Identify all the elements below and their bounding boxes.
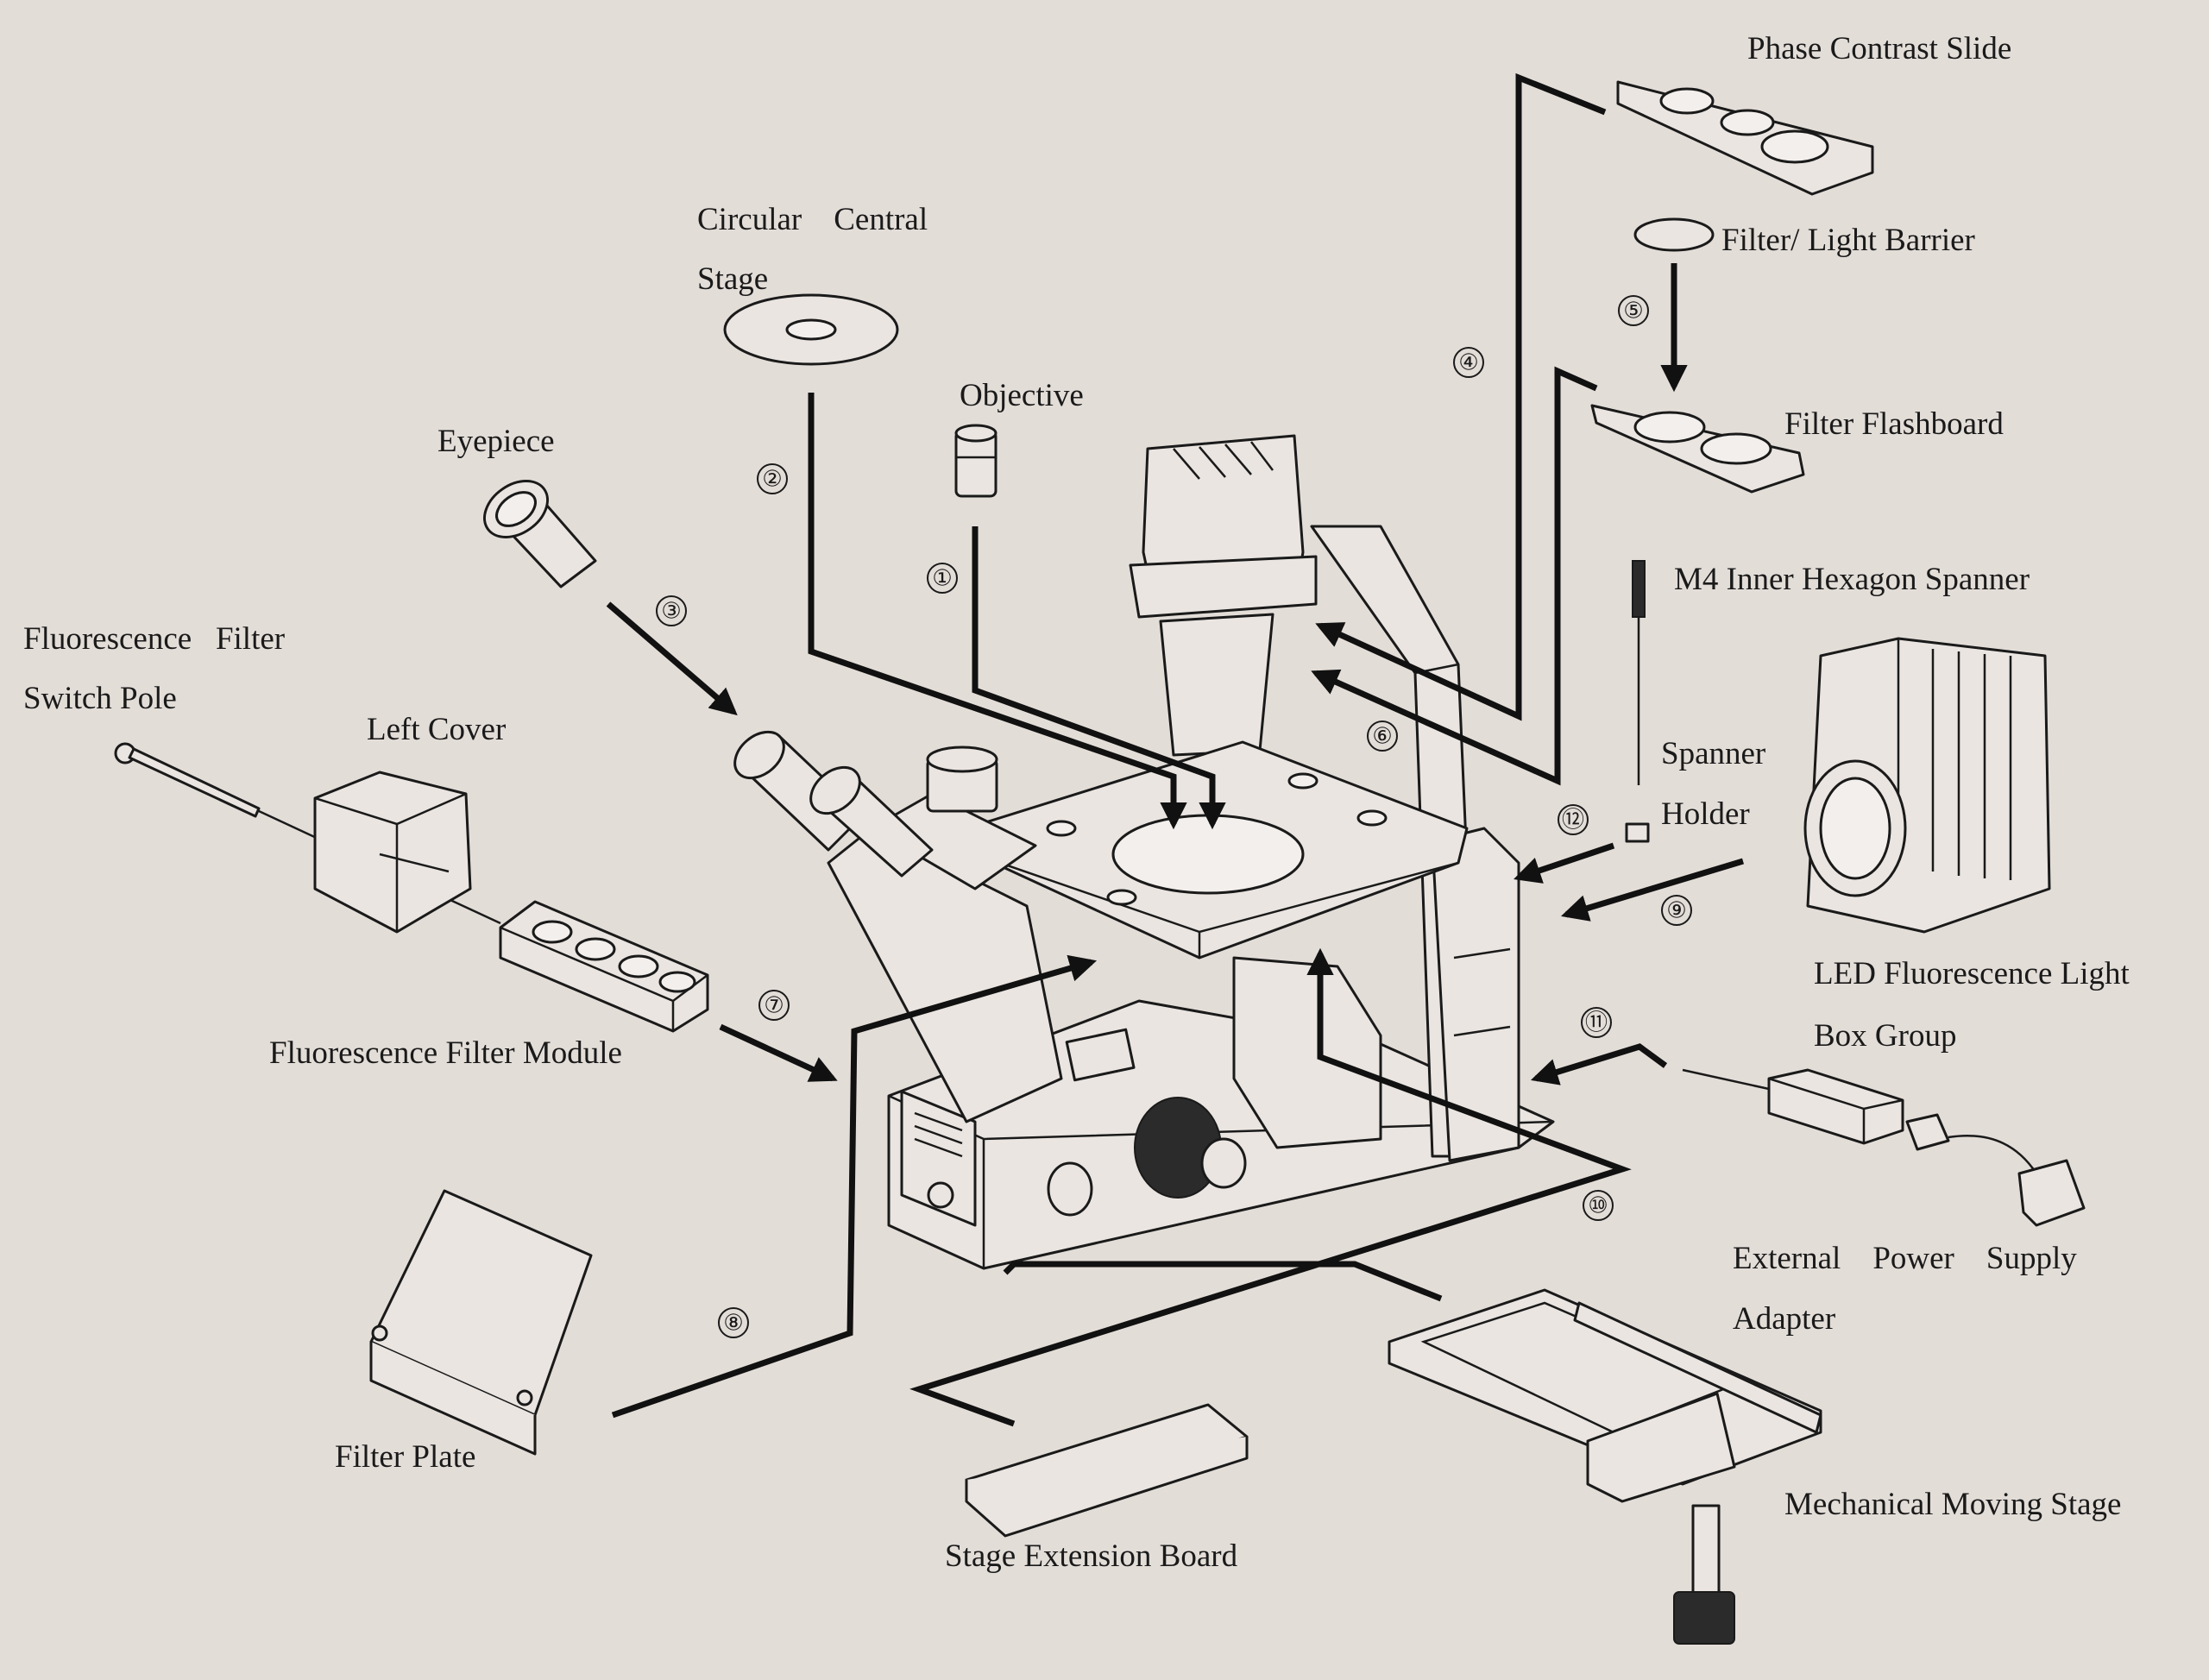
svg-text:⑨: ⑨ — [1666, 898, 1686, 923]
svg-text:④: ④ — [1458, 350, 1478, 375]
callout-11: ⑪ — [1581, 1007, 1612, 1038]
label-led-light-line1: LED Fluorescence Light — [1814, 956, 2130, 991]
callout-10: ⑩ — [1583, 1190, 1614, 1221]
label-switch-pole-line2: Switch Pole — [23, 681, 177, 716]
callout-8: ⑧ — [718, 1307, 749, 1338]
label-circular-central-stage-line1: Circular Central — [697, 202, 928, 237]
microscope-body-drawing — [733, 434, 1555, 1270]
filter-plate-drawing — [369, 1189, 593, 1456]
callout-3: ③ — [656, 595, 687, 626]
leader-6 — [1311, 366, 1598, 786]
callout-2: ② — [757, 463, 788, 494]
callout-6: ⑥ — [1367, 720, 1398, 752]
label-filter-light-barrier: Filter/ Light Barrier — [1721, 223, 1975, 258]
label-switch-pole-line1: Fluorescence Filter — [23, 621, 285, 657]
svg-text:⑩: ⑩ — [1588, 1193, 1608, 1218]
leader-11 — [1530, 1043, 1668, 1085]
label-phase-contrast-slide: Phase Contrast Slide — [1747, 31, 2011, 66]
label-stage-extension-board: Stage Extension Board — [945, 1538, 1238, 1574]
label-led-light-line2: Box Group — [1814, 1018, 1956, 1054]
label-fluorescence-filter-module: Fluorescence Filter Module — [269, 1035, 622, 1071]
circular-central-stage-drawing — [723, 293, 899, 366]
callout-numbers: ① ② ③ ④ ⑤ ⑥ ⑦ ⑧ ⑨ ⑩ ⑪ ⑫ — [656, 295, 1692, 1338]
arrow-7 — [719, 1023, 838, 1082]
arrow-9 — [1560, 858, 1745, 922]
label-filter-flashboard: Filter Flashboard — [1784, 406, 2004, 442]
label-m4-inner-hexagon-spanner: M4 Inner Hexagon Spanner — [1674, 562, 2030, 597]
callout-9: ⑨ — [1661, 895, 1692, 926]
leader-1 — [972, 526, 1226, 830]
svg-text:⑫: ⑫ — [1562, 808, 1584, 833]
callout-7: ⑦ — [758, 990, 790, 1021]
label-left-cover: Left Cover — [367, 712, 506, 747]
part-labels: Phase Contrast Slide Circular Central St… — [23, 31, 2130, 1574]
callout-5: ⑤ — [1618, 295, 1649, 326]
svg-text:⑦: ⑦ — [764, 993, 784, 1018]
svg-text:⑥: ⑥ — [1372, 724, 1392, 749]
label-power-supply-line1: External Power Supply — [1733, 1241, 2077, 1276]
callout-4: ④ — [1453, 347, 1484, 378]
label-eyepiece: Eyepiece — [437, 424, 555, 459]
svg-text:③: ③ — [661, 599, 681, 624]
svg-text:⑤: ⑤ — [1623, 299, 1643, 324]
leader-2 — [808, 393, 1187, 830]
label-mechanical-moving-stage: Mechanical Moving Stage — [1784, 1487, 2121, 1522]
label-filter-plate: Filter Plate — [335, 1439, 475, 1475]
svg-text:⑪: ⑪ — [1585, 1010, 1608, 1035]
m4-spanner-drawing — [1632, 560, 1646, 785]
label-power-supply-line2: Adapter — [1733, 1301, 1835, 1337]
svg-text:②: ② — [762, 467, 782, 492]
svg-text:①: ① — [932, 566, 952, 591]
stage-extension-board-drawing — [965, 1403, 1249, 1538]
led-light-box-drawing — [1803, 637, 2051, 934]
leader-8 — [611, 954, 1098, 1419]
leader-4 — [1315, 72, 1607, 721]
objective-drawing — [954, 424, 998, 498]
power-adapter-drawing — [1682, 1068, 2086, 1227]
arrow-12 — [1514, 842, 1615, 884]
phase-contrast-slide-drawing — [1616, 80, 1874, 196]
spanner-holder-drawing — [1625, 822, 1650, 843]
arrow-3 — [606, 601, 738, 716]
filter-light-barrier-drawing — [1633, 217, 1715, 252]
leader-10 — [909, 947, 1632, 1427]
left-cover-drawing — [313, 771, 472, 934]
label-spanner-holder-line1: Spanner — [1661, 736, 1765, 771]
callout-1: ① — [927, 563, 958, 594]
label-circular-central-stage-line2: Stage — [697, 261, 768, 297]
callout-12: ⑫ — [1558, 804, 1589, 835]
label-spanner-holder-line2: Holder — [1661, 796, 1750, 832]
assembly-leader-lines — [606, 72, 1745, 1427]
label-objective: Objective — [960, 378, 1084, 413]
fluorescence-filter-module-drawing — [499, 900, 709, 1033]
eyepiece-drawing — [483, 480, 597, 588]
mechanical-moving-stage-drawing — [1388, 1288, 1822, 1645]
leader-stage — [1003, 1261, 1443, 1302]
svg-text:⑧: ⑧ — [723, 1311, 743, 1336]
filter-flashboard-drawing — [1590, 404, 1805, 494]
